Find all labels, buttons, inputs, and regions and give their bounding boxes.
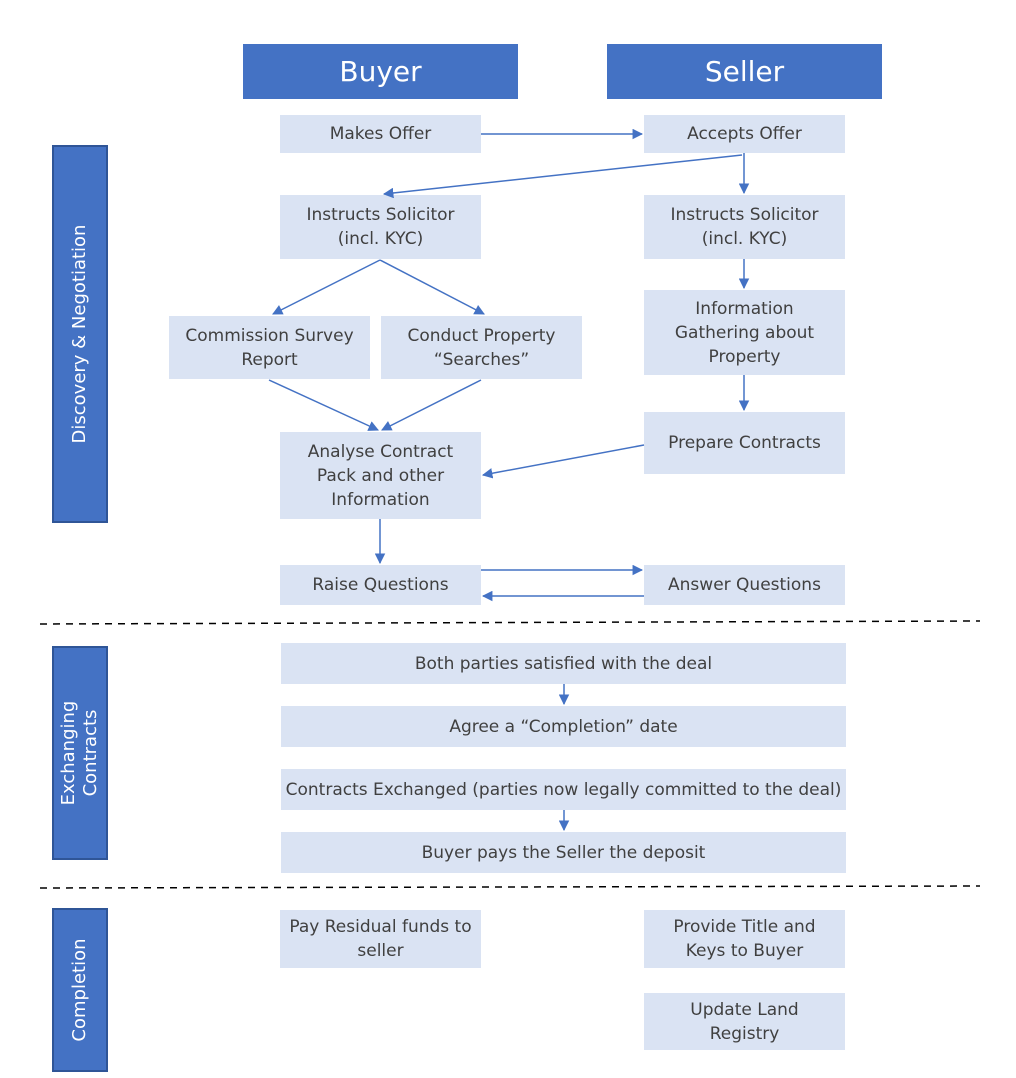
- divider-exchange-completion: [39, 885, 981, 889]
- arrow-searches-to-analyse: [381, 379, 482, 431]
- step-seller-instructs-solicitor: Instructs Solicitor (incl. KYC): [644, 195, 845, 259]
- step-prepare-contracts: Prepare Contracts: [644, 412, 845, 474]
- buyer-column-header: Buyer: [243, 44, 518, 99]
- step-answer-questions: Answer Questions: [644, 565, 845, 605]
- step-commission-survey: Commission Survey Report: [169, 316, 370, 379]
- step-information-gathering: Information Gathering about Property: [644, 290, 845, 375]
- step-conduct-searches: Conduct Property “Searches”: [381, 316, 582, 379]
- arrow-solicitor-to-searches: [379, 259, 485, 315]
- phase-exchanging-contracts: Exchanging Contracts: [52, 646, 108, 860]
- step-both-parties-satisfied: Both parties satisfied with the deal: [281, 643, 846, 684]
- arrow-accept-to-buyer-solicitor: [382, 154, 743, 199]
- seller-column-header: Seller: [607, 44, 882, 99]
- phase-completion: Completion: [52, 908, 108, 1072]
- step-raise-questions: Raise Questions: [280, 565, 481, 605]
- step-provide-title-keys: Provide Title and Keys to Buyer: [644, 910, 845, 968]
- step-contracts-exchanged: Contracts Exchanged (parties now legally…: [281, 769, 846, 810]
- arrow-prepare-to-analyse: [481, 444, 645, 479]
- step-buyer-pays-deposit: Buyer pays the Seller the deposit: [281, 832, 846, 873]
- arrow-solicitor-to-survey: [272, 259, 381, 315]
- divider-discovery-exchange: [39, 620, 981, 625]
- step-accepts-offer: Accepts Offer: [644, 115, 845, 153]
- step-pay-residual-funds: Pay Residual funds to seller: [280, 910, 481, 968]
- step-buyer-instructs-solicitor: Instructs Solicitor (incl. KYC): [280, 195, 481, 259]
- step-analyse-contract-pack: Analyse Contract Pack and other Informat…: [280, 432, 481, 519]
- step-update-land-registry: Update Land Registry: [644, 993, 845, 1050]
- phase-discovery-negotiation: Discovery & Negotiation: [52, 145, 108, 523]
- arrow-survey-to-analyse: [268, 379, 379, 431]
- step-makes-offer: Makes Offer: [280, 115, 481, 153]
- step-agree-completion-date: Agree a “Completion” date: [281, 706, 846, 747]
